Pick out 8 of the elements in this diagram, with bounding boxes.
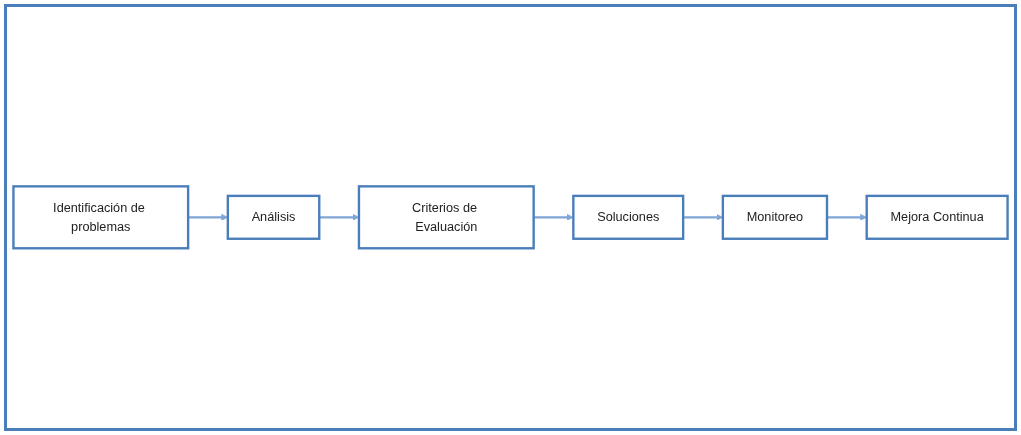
node-box: Monitoreo xyxy=(721,194,829,241)
node-box: Soluciones xyxy=(572,194,685,241)
node-box: Identificación de problemas xyxy=(12,185,190,250)
node-box: Mejora Continua xyxy=(865,194,1009,241)
node-box: Criterios de Evaluación xyxy=(357,185,535,250)
arrow xyxy=(533,214,574,221)
arrow xyxy=(827,214,867,221)
node-box: Análisis xyxy=(226,194,321,241)
